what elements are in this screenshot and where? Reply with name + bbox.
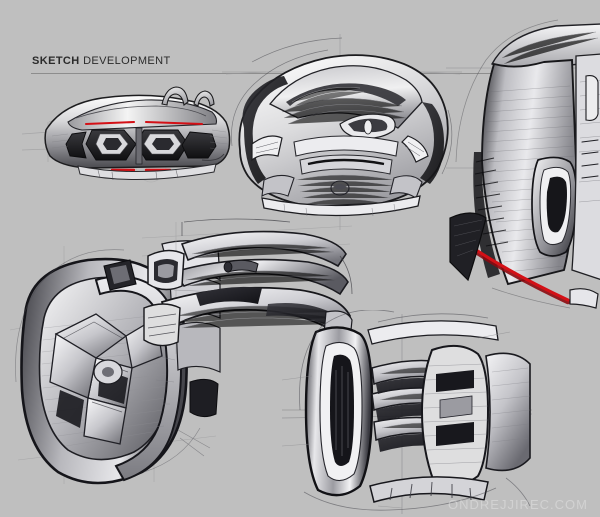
- watermark: ONDREJJIREC.COM: [448, 497, 588, 512]
- page-title-light: DEVELOPMENT: [79, 55, 171, 67]
- page-title-bold: SKETCH: [32, 55, 80, 67]
- sketch-front-three-quarter-large: [222, 32, 462, 232]
- page-title: SKETCH DEVELOPMENT: [32, 55, 171, 67]
- sketch-rear-three-quarter-small: [16, 74, 240, 186]
- sketch-wheel-arch-detail: [4, 222, 222, 490]
- sketch-rear-perspective-low: [282, 310, 532, 517]
- sketch-front-perspective-low: [140, 216, 354, 358]
- sketch-rear-quarter-detail: [446, 12, 600, 314]
